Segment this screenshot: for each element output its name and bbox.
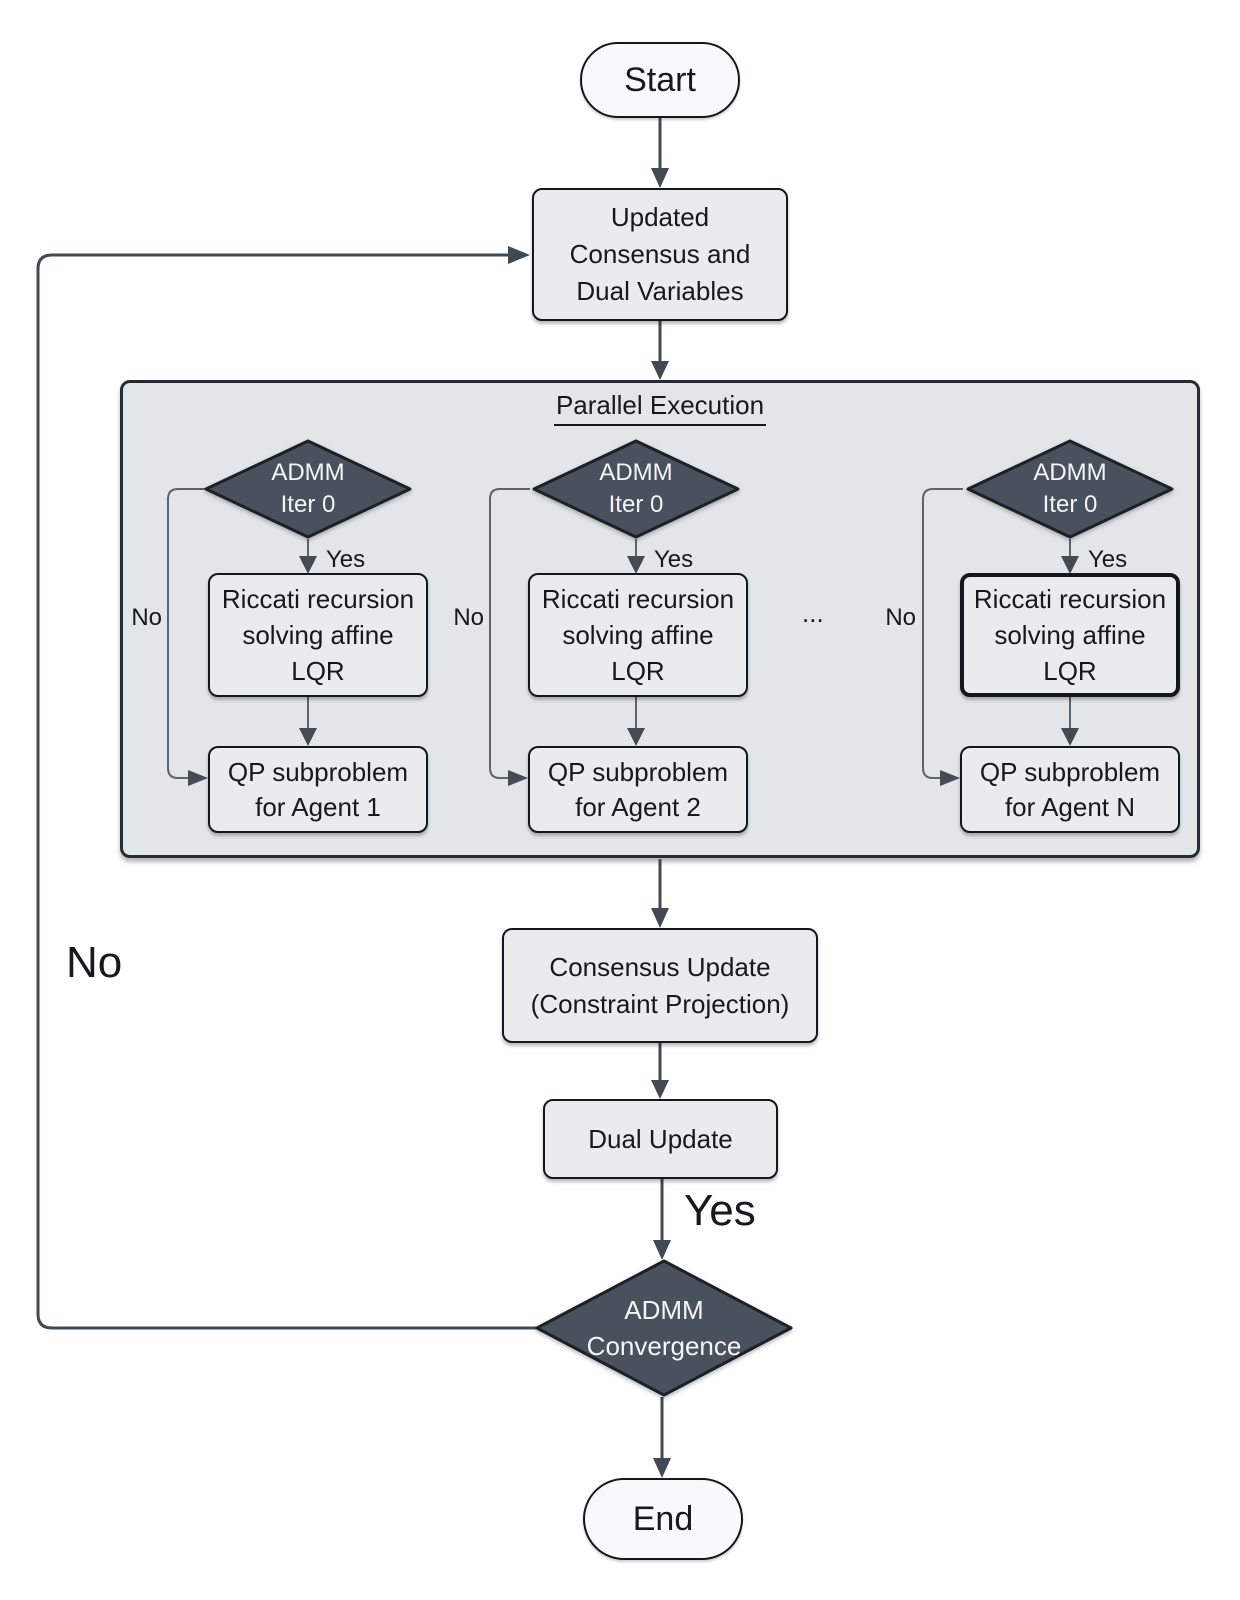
convergence-label: ADMM Convergence (586, 1295, 742, 1361)
edge-col3-no (922, 488, 963, 779)
edge-no-loop (36, 253, 536, 1330)
col3-riccati-node: Riccati recursion solving affine LQR (960, 573, 1180, 697)
parallel-execution-title-wrap: Parallel Execution (120, 390, 1200, 426)
edge-col2-no (489, 488, 530, 779)
col2-admm-iter0-decision: ADMM Iter 0 (531, 439, 741, 539)
consensus-update-label: Consensus Update (Constraint Projection) (530, 951, 790, 1019)
col2-qp-label: QP subproblem for Agent 2 (547, 756, 729, 822)
arrowhead-col2-yes (627, 556, 645, 574)
arrowhead-consensus-dual (651, 1080, 669, 1099)
admm-convergence-decision: ADMM Convergence (534, 1259, 794, 1397)
col1-admm-iter0-decision: ADMM Iter 0 (203, 439, 413, 539)
col2-decision-label: ADMM Iter 0 (599, 459, 673, 518)
arrowhead-col1-yes (299, 556, 317, 574)
end-label: End (632, 1500, 694, 1538)
arrowhead-col1-no (188, 770, 208, 786)
col3-riccati-label: Riccati recursion solving affine LQR (973, 584, 1167, 686)
columns-ellipsis: ... (802, 598, 824, 628)
consensus-update-node: Consensus Update (Constraint Projection) (502, 928, 818, 1043)
col2-diamond-shape (532, 439, 740, 539)
arrowhead-col3-riccati-qp (1061, 728, 1079, 746)
end-node: End (583, 1478, 743, 1560)
arrowhead-container-consensus (651, 908, 669, 928)
convergence-no-label: No (66, 938, 123, 987)
arrowhead-updated-container (651, 361, 669, 380)
convergence-yes-label: Yes (684, 1186, 756, 1235)
col3-qp-label: QP subproblem for Agent N (979, 756, 1161, 822)
arrowhead-start-updated (651, 168, 669, 188)
col1-no-label: No (131, 604, 162, 631)
col3-qp-node: QP subproblem for Agent N (960, 746, 1180, 833)
dual-update-label: Dual Update (588, 1123, 733, 1154)
updated-consensus-node: Updated Consensus and Dual Variables (532, 188, 788, 321)
arrowhead-col2-no (508, 770, 528, 786)
arrowhead-no-loop (508, 246, 530, 264)
col3-diamond-shape (966, 439, 1174, 539)
col2-qp-node: QP subproblem for Agent 2 (528, 746, 748, 833)
col1-riccati-label: Riccati recursion solving affine LQR (221, 584, 415, 686)
arrowhead-dual-convergence (653, 1240, 671, 1260)
col2-riccati-label: Riccati recursion solving affine LQR (541, 584, 735, 686)
col1-qp-label: QP subproblem for Agent 1 (227, 756, 409, 822)
updated-consensus-label: Updated Consensus and Dual Variables (569, 202, 751, 306)
arrowhead-col1-riccati-qp (299, 728, 317, 746)
arrowhead-col3-no (940, 770, 960, 786)
col1-qp-node: QP subproblem for Agent 1 (208, 746, 428, 833)
col2-yes-label: Yes (654, 546, 694, 573)
start-node: Start (580, 42, 740, 118)
parallel-execution-title: Parallel Execution (553, 390, 767, 426)
col1-diamond-shape (204, 439, 412, 539)
arrowhead-col2-riccati-qp (627, 728, 645, 746)
col3-decision-label: ADMM Iter 0 (1033, 459, 1107, 518)
col2-riccati-node: Riccati recursion solving affine LQR (528, 573, 748, 697)
col1-riccati-node: Riccati recursion solving affine LQR (208, 573, 428, 697)
edge-col1-no (167, 488, 205, 779)
col1-yes-label: Yes (326, 546, 366, 573)
col2-no-label: No (453, 604, 484, 631)
col3-yes-label: Yes (1088, 546, 1128, 573)
convergence-diamond-shape (535, 1259, 793, 1397)
arrowhead-col3-yes (1061, 556, 1079, 574)
arrowhead-convergence-end (653, 1458, 671, 1478)
dual-update-node: Dual Update (543, 1099, 778, 1179)
start-label: Start (624, 61, 696, 99)
col3-admm-iter0-decision: ADMM Iter 0 (965, 439, 1175, 539)
col1-decision-label: ADMM Iter 0 (271, 459, 345, 518)
col3-no-label: No (885, 604, 916, 631)
